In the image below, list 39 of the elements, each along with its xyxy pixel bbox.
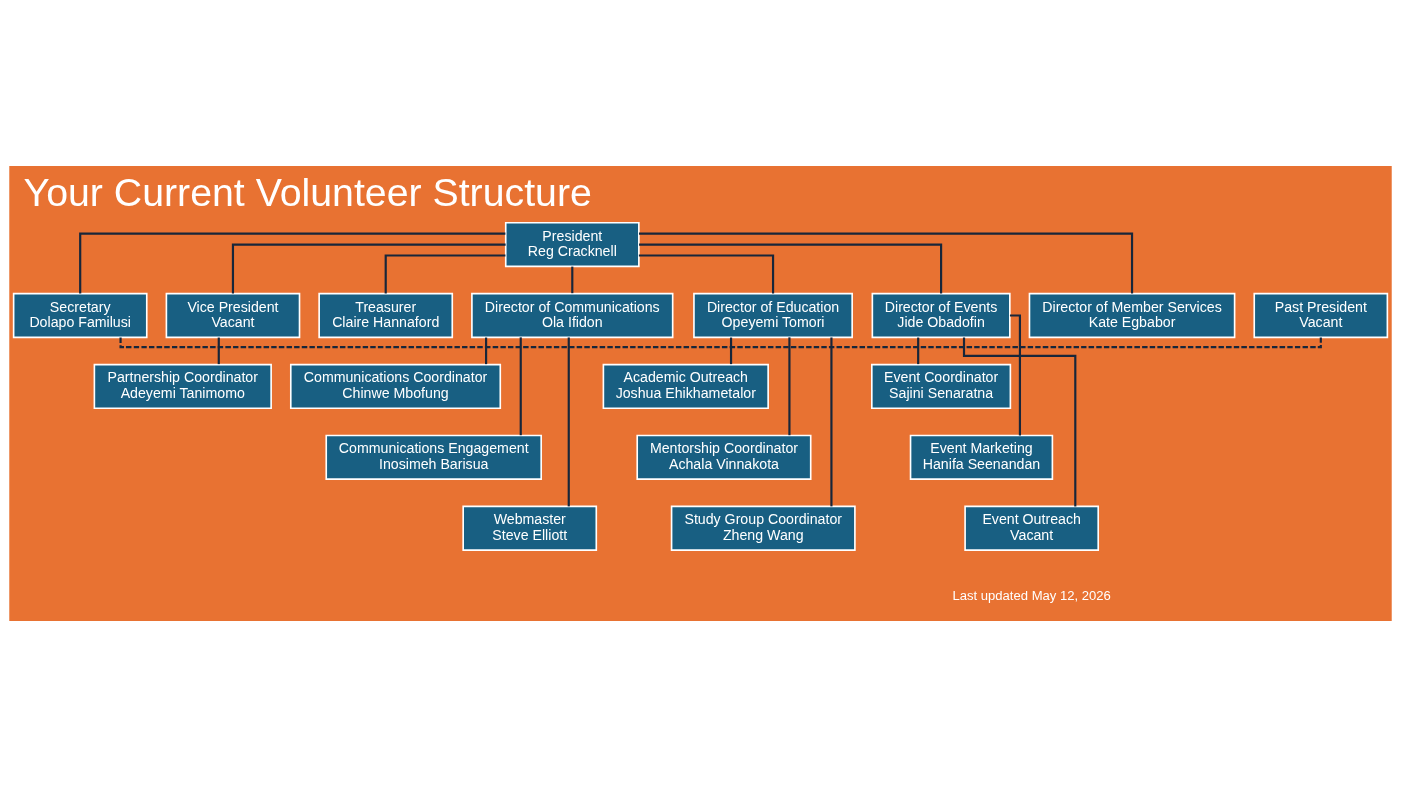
connector: [639, 242, 943, 293]
connector: [1009, 313, 1021, 435]
node-box: Director of Events Jide Obadofin: [871, 292, 1011, 338]
connector: [571, 266, 574, 293]
connector: [639, 232, 1134, 294]
node-box: President Reg Cracknell: [504, 221, 640, 267]
node-box: Event Outreach Vacant: [964, 505, 1100, 551]
connector: [729, 337, 733, 364]
node-box: Communications Coordinator Chinwe Mbofung: [289, 363, 502, 409]
node-box: Director of Education Opeyemi Tomori: [693, 292, 853, 338]
connector: [384, 253, 506, 293]
node-box: Event Marketing Hanifa Seenandan: [909, 434, 1054, 480]
connector: [79, 232, 506, 294]
connector: [485, 337, 488, 364]
node-box: Past President Vacant: [1253, 292, 1389, 338]
label: Last updated May 12, 2026: [952, 587, 1111, 603]
node-box: Director of Communications Ola Ifidon: [471, 292, 674, 338]
connector: [917, 337, 920, 364]
connector: [231, 242, 506, 293]
node-box: Event Coordinator Sajini Senaratna: [871, 363, 1012, 409]
node-box: Treasurer Claire Hannaford: [318, 292, 454, 338]
node-box: Mentorship Coordinator Achala Vinnakota: [636, 434, 812, 480]
connector: [519, 336, 522, 435]
connector: [119, 336, 1322, 348]
node-box: Secretary Dolapo Familusi: [12, 292, 148, 338]
connector: [962, 337, 1077, 506]
node-box: Partnership Coordinator Adeyemi Tanimomo: [93, 363, 272, 409]
node-box: Director of Member Services Kate Egbabor: [1028, 292, 1236, 338]
connector: [638, 253, 775, 293]
connector: [830, 336, 833, 506]
connector: [567, 336, 570, 506]
node-box: Communications Engagement Inosimeh Barisua: [325, 434, 543, 480]
connector: [788, 336, 791, 435]
node-box: Study Group Coordinator Zheng Wang: [670, 505, 856, 551]
diagram-title: Your Current Volunteer Structure: [23, 169, 592, 214]
node-box: Webmaster Steve Elliott: [462, 505, 598, 551]
node-box: Academic Outreach Joshua Ehikhametalor: [602, 363, 769, 409]
connector: [217, 337, 220, 364]
node-box: Vice President Vacant: [165, 292, 301, 338]
